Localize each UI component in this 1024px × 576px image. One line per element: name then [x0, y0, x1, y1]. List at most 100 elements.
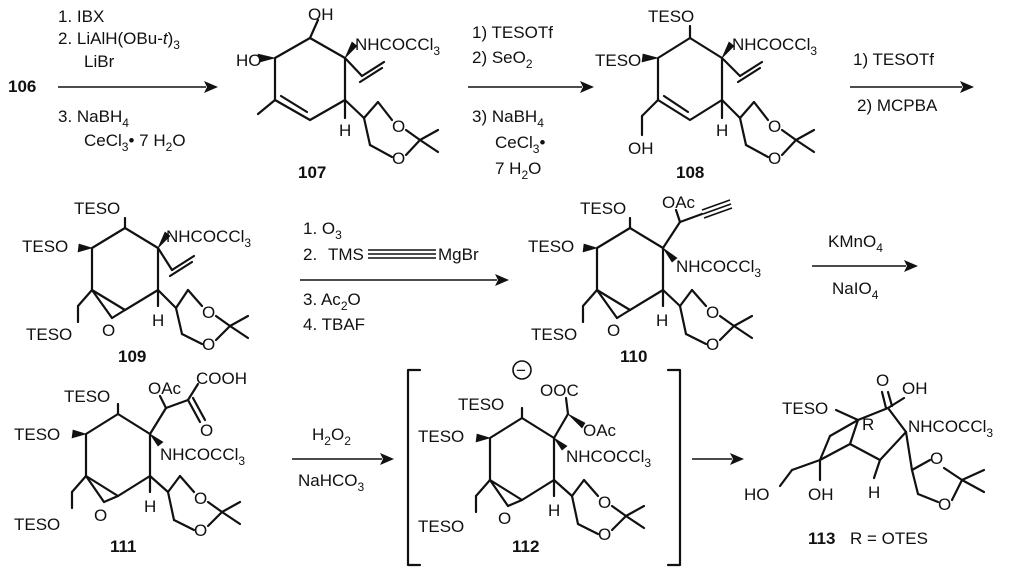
step6-reagents: H2O2 NaHCO3: [298, 425, 365, 494]
svg-text:NHCOCCl3: NHCOCCl3: [160, 445, 245, 468]
svg-text:TESO: TESO: [648, 7, 694, 26]
compound-label-109: 109: [118, 347, 146, 366]
svg-text:OH: OH: [628, 139, 654, 158]
svg-text:TESO: TESO: [14, 515, 60, 534]
svg-text:O: O: [202, 303, 215, 322]
svg-text:O: O: [876, 371, 889, 390]
svg-text:OH: OH: [308, 5, 334, 24]
svg-text:4. TBAF: 4. TBAF: [303, 315, 365, 334]
svg-text:HO: HO: [744, 485, 770, 504]
svg-text:NHCOCCl3: NHCOCCl3: [908, 417, 993, 440]
svg-text:COOH: COOH: [196, 369, 247, 388]
svg-text:NHCOCCl3: NHCOCCl3: [166, 227, 251, 250]
svg-text:H: H: [339, 121, 351, 140]
compound-107: OH HO NHCOCCl3 H O O: [236, 5, 440, 168]
svg-text:OH: OH: [808, 485, 834, 504]
svg-text:1. IBX: 1. IBX: [58, 7, 104, 26]
svg-text:TESO: TESO: [531, 325, 577, 344]
svg-text:O: O: [930, 449, 943, 468]
arrow-step1: [58, 81, 218, 93]
svg-text:3. NaBH4: 3. NaBH4: [58, 107, 129, 130]
arrow-step4: [300, 274, 509, 286]
svg-text:1) TESOTf: 1) TESOTf: [853, 50, 934, 69]
svg-text:TESO: TESO: [528, 237, 574, 256]
compound-label-110: 110: [620, 347, 647, 366]
svg-text:O: O: [392, 149, 405, 168]
step2-reagents: 1) TESOTf 2) SeO2 3) NaBH4 CeCl3• 7 H2O: [472, 23, 553, 182]
svg-text:TESO: TESO: [64, 387, 110, 406]
arrow-step2: [468, 81, 594, 93]
compound-113: O OH TESO R NHCOCCl3 OH HO H O O: [744, 371, 993, 514]
svg-text:NHCOCCl3: NHCOCCl3: [566, 447, 651, 470]
svg-text:TESO: TESO: [14, 425, 60, 444]
svg-text:HO: HO: [236, 51, 262, 70]
svg-text:R: R: [862, 415, 874, 434]
svg-text:MgBr: MgBr: [438, 245, 479, 264]
svg-text:O: O: [202, 335, 215, 354]
svg-text:TESO: TESO: [458, 395, 504, 414]
svg-text:OAc: OAc: [662, 193, 696, 212]
svg-text:OAc: OAc: [148, 379, 182, 398]
svg-text:H: H: [868, 483, 880, 502]
svg-text:KMnO4: KMnO4: [828, 232, 883, 255]
svg-text:OAc: OAc: [583, 421, 617, 440]
svg-text:O: O: [598, 525, 611, 544]
compound-label-112: 112: [512, 537, 539, 556]
compound-108: TESO TESO OH NHCOCCl3 H O O: [595, 7, 817, 168]
svg-text:O: O: [938, 495, 951, 514]
svg-text:H: H: [548, 501, 560, 520]
svg-text:NHCOCCl3: NHCOCCl3: [355, 35, 440, 58]
arrow-step3: [850, 81, 974, 93]
svg-text:2) MCPBA: 2) MCPBA: [857, 96, 938, 115]
svg-text:TESO: TESO: [418, 517, 464, 536]
r-group-definition: R = OTES: [850, 529, 928, 548]
svg-text:2) SeO2: 2) SeO2: [472, 48, 533, 71]
svg-text:O: O: [200, 421, 213, 440]
compound-label-108: 108: [676, 163, 704, 182]
compound-111: TESO TESO TESO O OAc O COOH NHCOCCl3 H O…: [14, 369, 247, 540]
svg-text:O: O: [194, 521, 207, 540]
arrow-step7: [692, 453, 744, 465]
svg-text:TESO: TESO: [782, 399, 828, 418]
svg-text:H: H: [656, 311, 668, 330]
svg-text:H: H: [152, 311, 164, 330]
svg-text:TESO: TESO: [26, 325, 72, 344]
svg-text:CeCl3•: CeCl3•: [495, 133, 545, 156]
svg-text:TESO: TESO: [418, 427, 464, 446]
svg-text:NaHCO3: NaHCO3: [298, 471, 365, 494]
arrow-step5: [812, 260, 918, 272]
svg-text:CeCl3• 7 H2O: CeCl3• 7 H2O: [84, 131, 186, 154]
svg-text:H: H: [144, 497, 156, 516]
svg-text:1) TESOTf: 1) TESOTf: [472, 23, 553, 42]
svg-text:O: O: [392, 117, 405, 136]
compound-label-106: 106: [8, 77, 36, 96]
svg-text:TESO: TESO: [580, 199, 626, 218]
svg-text:3) NaBH4: 3) NaBH4: [472, 107, 544, 130]
compound-112: − TESO TESO TESO O OOC OAc NHCOCCl3 H O …: [418, 360, 651, 544]
svg-text:NaIO4: NaIO4: [832, 279, 879, 302]
svg-text:1. O3: 1. O3: [303, 219, 342, 242]
step3-reagents: 1) TESOTf 2) MCPBA: [853, 50, 938, 115]
compound-label-107: 107: [298, 163, 326, 182]
svg-text:2. LiAlH(OBu-t)3: 2. LiAlH(OBu-t)3: [58, 29, 180, 52]
intermediate-brackets: [406, 368, 682, 567]
svg-text:O: O: [498, 509, 511, 528]
svg-text:O: O: [194, 489, 207, 508]
svg-text:O: O: [607, 321, 620, 340]
compound-109: TESO TESO TESO O NHCOCCl3 H O O: [22, 199, 251, 354]
svg-text:TMS: TMS: [328, 245, 364, 264]
compound-label-111: 111: [110, 537, 137, 556]
svg-text:O: O: [598, 493, 611, 512]
compound-label-113: 113: [808, 529, 835, 548]
svg-text:OOC: OOC: [540, 381, 579, 400]
svg-text:TESO: TESO: [595, 51, 641, 70]
svg-text:−: −: [516, 361, 526, 380]
svg-text:NHCOCCl3: NHCOCCl3: [676, 257, 761, 280]
compound-110: TESO TESO TESO O OAc NHCOCCl3 H O O: [528, 193, 761, 354]
svg-text:TESO: TESO: [74, 199, 120, 218]
svg-text:O: O: [102, 321, 115, 340]
arrow-step6: [292, 453, 394, 465]
step4-reagents: 1. O3 2. TMS MgBr 3. Ac2O 4. TBAF: [303, 219, 479, 334]
svg-text:2.: 2.: [303, 245, 317, 264]
